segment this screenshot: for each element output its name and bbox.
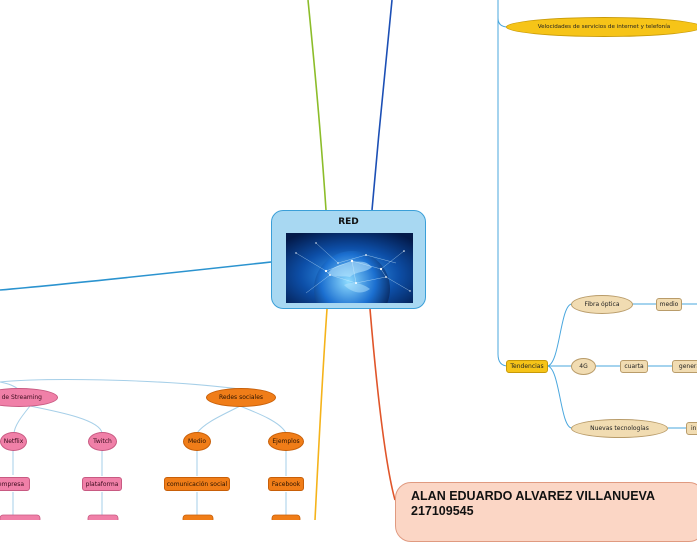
empresa-child-node: [0, 514, 41, 520]
branch-line-green: [307, 0, 327, 211]
in-node[interactable]: in: [686, 422, 697, 435]
central-node[interactable]: RED: [271, 210, 426, 309]
medio-fibra-node[interactable]: medio: [656, 298, 682, 311]
comunicacion-child-node: [182, 514, 214, 520]
redes-sociales-node[interactable]: Redes sociales: [206, 388, 276, 407]
globe-network-image: [286, 233, 413, 303]
facebook-node[interactable]: Facebook: [268, 477, 304, 491]
fibra-optica-node[interactable]: Fibra óptica: [571, 295, 633, 314]
tendencias-to-fibra: [546, 303, 573, 367]
twitch-node[interactable]: Twitch: [88, 432, 117, 451]
tendencias-node[interactable]: Tendencias: [506, 360, 548, 373]
branch-line-teal: [0, 261, 272, 291]
plataforma-node[interactable]: plataforma: [82, 477, 122, 491]
author-id: 217109545: [411, 504, 474, 518]
right-vertical-line: [497, 0, 509, 367]
branch-line-red: [369, 308, 396, 501]
netflix-node[interactable]: Netflix: [0, 432, 27, 451]
streaming-to-netflix: [13, 405, 31, 435]
author-node[interactable]: ALAN EDUARDO ALVAREZ VILLANUEVA 21710954…: [395, 482, 697, 542]
branch-line-yellow: [314, 308, 328, 520]
comunicacion-social-node[interactable]: comunicación social: [164, 477, 230, 491]
nuevas-tecnologias-node[interactable]: Nuevas tecnologías: [571, 419, 668, 438]
tendencias-to-nuevas: [546, 365, 573, 429]
empresa-node[interactable]: empresa: [0, 477, 30, 491]
mind-map-connectors: [0, 0, 697, 520]
medio-redes-node[interactable]: Medio: [183, 432, 211, 451]
velocidades-node[interactable]: Velocidades de servicios de internet y t…: [506, 17, 697, 37]
redes-to-medio: [196, 405, 241, 434]
branch-line-blue: [371, 0, 393, 211]
4g-node[interactable]: 4G: [571, 358, 596, 375]
facebook-child-node: [271, 514, 301, 520]
ejemplos-node[interactable]: Ejemplos: [268, 432, 304, 451]
redes-to-ejemplos: [239, 405, 287, 434]
plataforma-child-node: [87, 514, 119, 520]
author-name: ALAN EDUARDO ALVAREZ VILLANUEVA: [411, 489, 655, 503]
streaming-to-twitch: [29, 405, 103, 434]
left-hub-line: [0, 379, 241, 390]
cuarta-node[interactable]: cuarta: [620, 360, 648, 373]
streaming-node[interactable]: s de Streaming: [0, 388, 58, 407]
central-title: RED: [338, 217, 359, 227]
genera-node[interactable]: genera: [672, 360, 697, 373]
